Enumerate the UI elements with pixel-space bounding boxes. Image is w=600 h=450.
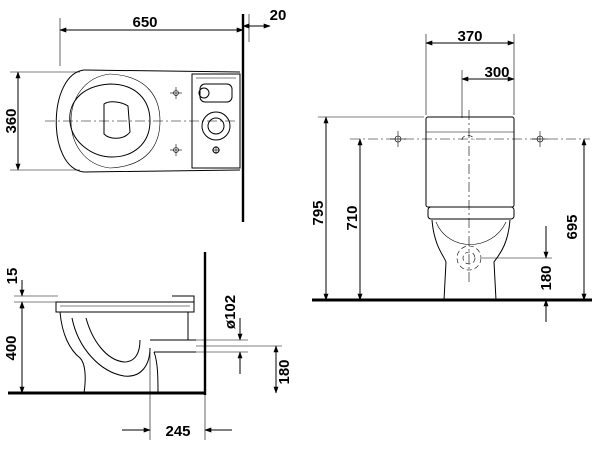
dim-tank-width: 370 [457,28,482,45]
dim-outlet-diameter: ø102 [222,295,239,329]
dim-plan-length: 650 [132,14,157,31]
bowl-opening [103,101,131,139]
side-bowl [59,311,159,394]
front-view: 370 300 795 710 695 180 [310,28,592,322]
front-fixing-holes [350,110,590,285]
front-bowl-right [493,219,511,301]
dim-plan-width: 360 [3,108,20,133]
dim-outlet-height-side: 180 [276,359,293,384]
side-seat [55,301,195,313]
side-view: 15 400 ø102 180 245 [3,252,293,440]
dim-overall-height: 795 [310,200,327,225]
dim-fixing-height: 695 [564,214,581,239]
front-seat [427,206,515,220]
dim-outlet-height-front: 180 [538,265,555,290]
dim-wall-gap: 20 [270,7,287,24]
bowl-outline [55,69,85,173]
plan-fixing-holes [170,87,182,156]
side-outlet-pipe [150,339,196,353]
front-cistern [425,116,515,208]
dim-outlet-distance: 245 [165,423,190,440]
dim-rim-thickness: 15 [4,268,21,285]
dim-cistern-height: 710 [344,205,361,230]
plan-view: 650 20 360 [3,7,286,222]
bowl-inner [69,83,151,158]
dim-rim-height: 400 [3,335,20,360]
side-trap [71,317,151,377]
dim-tank-fixing: 300 [484,64,509,81]
plan-outlet-circle [201,111,231,141]
front-bowl-left [431,219,447,301]
